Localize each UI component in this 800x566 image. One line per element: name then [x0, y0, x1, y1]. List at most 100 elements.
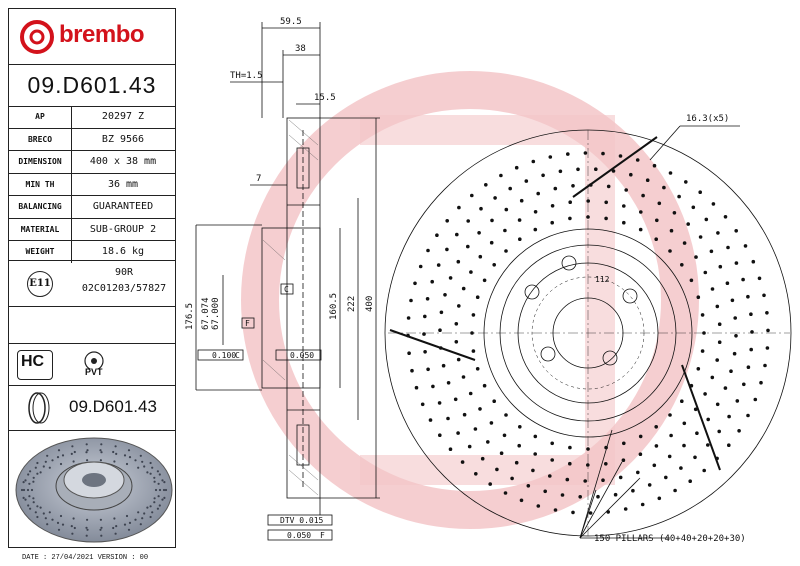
pillars: 150 PILLARS (40+40+20+20+30): [594, 534, 746, 544]
thumb-drill-hole: [24, 479, 27, 482]
thumb-drill-hole: [99, 459, 102, 462]
drill-hole: [488, 482, 493, 486]
drill-hole: [680, 263, 684, 267]
drill-hole: [638, 452, 643, 457]
drill-hole: [466, 219, 471, 223]
thumb-drill-hole: [162, 488, 166, 492]
drill-hole: [533, 210, 538, 214]
thumb-drill-hole: [143, 465, 146, 468]
drill-hole: [668, 171, 673, 175]
drill-hole: [413, 281, 417, 286]
drill-hole: [763, 363, 767, 368]
drill-hole: [733, 316, 737, 320]
drill-hole: [716, 231, 720, 235]
drill-hole: [734, 229, 738, 233]
drill-hole: [639, 210, 643, 214]
thumb-drill-hole: [22, 488, 26, 492]
thumb-drill-hole: [28, 482, 31, 485]
pvt-icon: [84, 351, 104, 369]
thumb-drill-hole: [72, 517, 75, 520]
thumb-drill-hole: [127, 449, 131, 452]
dim-176-5: 176.5: [185, 303, 195, 330]
drill-hole: [652, 463, 657, 468]
drill-hole: [606, 510, 610, 514]
dtv: DTV 0.015: [280, 516, 324, 525]
disc-section-outline: [286, 117, 321, 499]
drill-hole: [749, 347, 753, 352]
thumb-drill-hole: [85, 526, 88, 529]
drill-hole: [514, 165, 519, 170]
drill-hole: [695, 431, 699, 436]
drill-hole: [435, 233, 439, 237]
thumb-drill-hole: [99, 449, 102, 452]
thumb-drill-hole: [100, 526, 103, 529]
drill-hole: [668, 413, 672, 417]
drill-hole: [443, 293, 447, 297]
thumb-drill-hole: [39, 506, 42, 509]
dim-7: 7: [256, 174, 261, 184]
disc-render-thumbnail: [9, 430, 175, 547]
thumb-drill-hole: [161, 498, 164, 501]
part-number-title: 09.D601.43: [9, 64, 175, 107]
drill-hole: [710, 287, 715, 291]
drill-hole: [550, 441, 554, 446]
spec-key: BALANCING: [9, 196, 72, 218]
drill-hole: [618, 154, 623, 158]
approval-line1: 90R: [114, 267, 134, 278]
drill-hole: [482, 278, 487, 283]
thumb-drill-hole: [46, 454, 49, 457]
drill-hole: [508, 186, 512, 191]
drill-hole: [629, 172, 633, 177]
drill-hole: [510, 476, 514, 481]
drill-hole: [571, 510, 575, 515]
drill-hole: [439, 346, 443, 350]
drill-hole: [669, 228, 674, 233]
thumb-drill-hole: [157, 495, 160, 498]
thumb-drill-hole: [85, 534, 88, 537]
drill-hole: [766, 328, 770, 333]
drill-hole: [423, 314, 427, 319]
drill-hole: [519, 198, 524, 203]
thumb-drill-hole: [44, 460, 47, 463]
thumb-drill-hole: [44, 517, 47, 520]
drill-hole: [715, 304, 720, 309]
drill-hole: [492, 399, 497, 404]
drill-hole: [765, 346, 770, 350]
dim-38: 38: [295, 44, 306, 54]
spec-key: WEIGHT: [9, 241, 72, 263]
drill-hole: [504, 207, 509, 212]
drill-hole: [414, 385, 419, 390]
drill-hole: [474, 472, 478, 476]
drill-hole: [568, 200, 572, 204]
dim-th: TH=1.5: [230, 71, 263, 81]
thumb-drill-hole: [156, 507, 159, 510]
drill-hole: [698, 235, 703, 239]
thumb-drill-hole: [127, 528, 131, 531]
thumb-drill-hole: [36, 505, 39, 508]
drill-hole: [460, 460, 465, 464]
drill-hole: [704, 217, 709, 222]
drill-hole: [709, 249, 714, 254]
thumb-drill-hole: [114, 445, 117, 448]
drill-hole: [461, 375, 466, 379]
drill-hole: [686, 222, 690, 226]
dim-pcd: 112: [595, 275, 610, 284]
drill-hole: [478, 407, 482, 411]
drill-hole: [531, 468, 535, 473]
thumb-drill-hole: [114, 532, 117, 535]
drill-hole: [568, 461, 572, 466]
thumb-drill-hole: [36, 472, 39, 475]
drill-hole: [753, 397, 758, 402]
drill-hole: [568, 216, 572, 221]
drill-hole: [657, 496, 662, 501]
drill-hole: [502, 433, 507, 438]
drill-hole: [622, 220, 626, 225]
thumb-drill-hole: [56, 521, 60, 524]
drill-hole: [723, 215, 728, 219]
thumb-drill-hole: [153, 497, 156, 500]
drill-hole: [553, 186, 558, 191]
